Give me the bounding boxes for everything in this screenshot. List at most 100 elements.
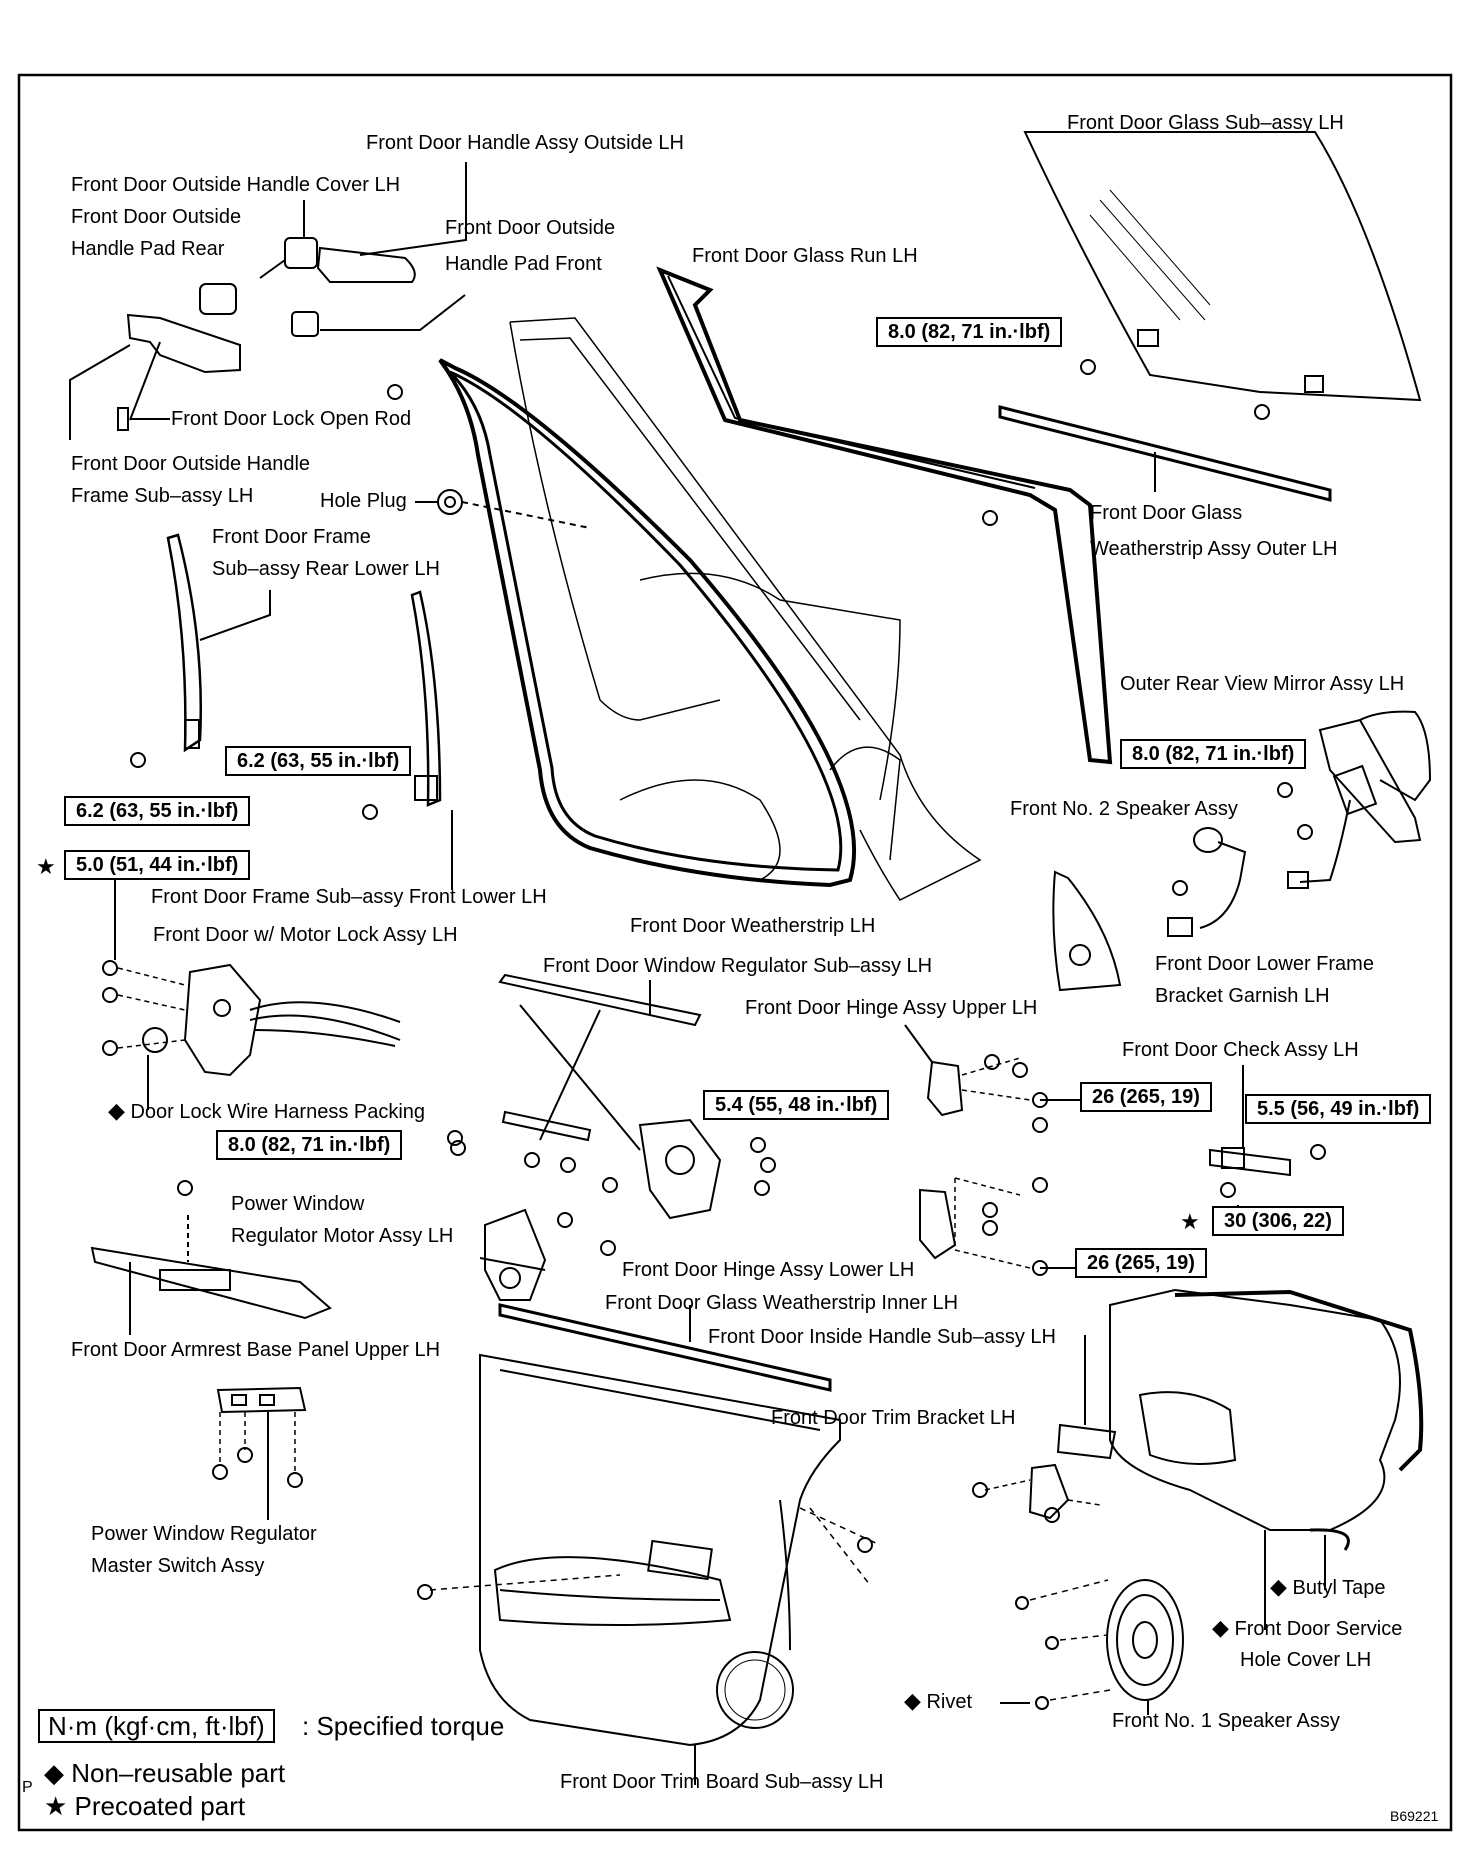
label-glass-weatherstrip-outer-1: Front Door Glass — [1090, 502, 1243, 524]
legend-precoated: Precoated part — [74, 1791, 246, 1821]
label-speaker-no1: Front No. 1 Speaker Assy — [1112, 1710, 1340, 1732]
label-hole-plug: Hole Plug — [320, 490, 407, 512]
corner-p: P — [22, 1779, 33, 1796]
label-master-switch-1: Power Window Regulator — [91, 1523, 317, 1545]
label-outside-handle-pad-rear-2: Handle Pad Rear — [71, 238, 225, 260]
label-outside-handle-frame-2: Frame Sub–assy LH — [71, 485, 254, 507]
torque-check-bolt: 5.5 (56, 49 in.·lbf) — [1245, 1094, 1432, 1124]
diagram-border — [17, 73, 1453, 1832]
torque-regulator-motor: 5.4 (55, 48 in.·lbf) — [703, 1090, 890, 1120]
label-lock-wire-packing: Door Lock Wire Harness Packing — [130, 1101, 426, 1123]
armrest-panel — [90, 1246, 332, 1320]
legend-precoated-row: ★ Precoated part — [44, 1791, 245, 1821]
window-motor — [484, 1208, 547, 1301]
label-outside-handle-frame-1: Front Door Outside Handle — [71, 453, 311, 475]
pad-front — [291, 311, 319, 337]
label-lower-frame-garnish-2: Bracket Garnish LH — [1155, 985, 1330, 1007]
door-glass — [1023, 131, 1422, 402]
frame-rear-lower — [166, 533, 203, 753]
label-hinge-upper: Front Door Hinge Assy Upper LH — [745, 997, 1038, 1019]
label-trim-board: Front Door Trim Board Sub–assy LH — [560, 1771, 884, 1793]
label-speaker-no2: Front No. 2 Speaker Assy — [1010, 798, 1238, 820]
label-lower-frame-garnish-1: Front Door Lower Frame — [1155, 953, 1374, 975]
hinge-lower — [919, 1188, 957, 1260]
torque-regulator: 8.0 (82, 71 in.·lbf) — [216, 1130, 403, 1160]
label-check-assy: Front Door Check Assy LH — [1122, 1039, 1359, 1061]
trim-board — [479, 1353, 841, 1747]
label-service-hole-cover-1: Front Door Service — [1234, 1618, 1403, 1640]
label-hinge-lower: Front Door Hinge Assy Lower LH — [622, 1259, 915, 1281]
label-glass-run: Front Door Glass Run LH — [692, 245, 918, 267]
service-hole-cover — [1109, 1288, 1401, 1531]
glass-weatherstrip-inner — [498, 1303, 832, 1392]
motor-lock — [183, 963, 262, 1077]
label-glass-subassy: Front Door Glass Sub–assy LH — [1067, 112, 1344, 134]
speaker-no1 — [1106, 1579, 1184, 1701]
glass-weatherstrip-outer — [998, 405, 1332, 502]
figure-id: B69221 — [1390, 1808, 1439, 1824]
star-icon: ★ — [44, 1791, 68, 1821]
label-butyl-tape-row: ◆ Butyl Tape — [1270, 1575, 1386, 1600]
master-switch — [216, 1386, 307, 1414]
torque-frame-rear-lower: 6.2 (63, 55 in.·lbf) — [64, 796, 251, 826]
torque-frame-front-lower: 6.2 (63, 55 in.·lbf) — [225, 746, 412, 776]
label-frame-rear-lower-1: Front Door Frame — [212, 526, 371, 548]
door-shell — [509, 317, 982, 901]
inside-handle — [1056, 1423, 1117, 1460]
label-pw-motor-1: Power Window — [231, 1193, 365, 1215]
window-regulator — [498, 973, 722, 1220]
torque-hinge-lower: 26 (265, 19) — [1075, 1248, 1207, 1278]
hinge-upper — [926, 1060, 964, 1117]
legend-nonreusable-row: ◆ Non–reusable part — [44, 1758, 285, 1788]
label-butyl-tape: Butyl Tape — [1292, 1577, 1386, 1599]
label-inside-handle: Front Door Inside Handle Sub–assy LH — [708, 1326, 1056, 1348]
label-outside-handle-pad-rear-1: Front Door Outside — [71, 206, 242, 228]
label-motor-lock: Front Door w/ Motor Lock Assy LH — [153, 924, 458, 946]
label-pw-motor-2: Regulator Motor Assy LH — [231, 1225, 454, 1247]
check-assy — [1209, 1148, 1291, 1177]
weatherstrip-loop — [438, 358, 857, 888]
pad-rear — [199, 283, 237, 315]
torque-glass: 8.0 (82, 71 in.·lbf) — [876, 317, 1063, 347]
star-icon: ★ — [36, 854, 56, 879]
diamond-icon: ◆ — [44, 1758, 64, 1788]
legend-torque-text: : Specified torque — [302, 1711, 505, 1741]
diamond-icon: ◆ — [1270, 1574, 1287, 1599]
outside-handle — [316, 246, 416, 283]
diamond-icon: ◆ — [1212, 1615, 1229, 1640]
lower-frame-garnish — [1052, 870, 1122, 992]
label-window-regulator: Front Door Window Regulator Sub–assy LH — [543, 955, 933, 977]
label-trim-bracket: Front Door Trim Bracket LH — [771, 1407, 1016, 1429]
outside-handle-frame — [126, 313, 241, 374]
legend-nonreusable: Non–reusable part — [71, 1758, 286, 1788]
star-icon: ★ — [1180, 1209, 1200, 1234]
label-frame-rear-lower-2: Sub–assy Rear Lower LH — [212, 558, 440, 580]
label-lock-wire-packing-row: ◆ Door Lock Wire Harness Packing — [108, 1099, 425, 1124]
label-glass-weatherstrip-outer-2: Weatherstrip Assy Outer LH — [1090, 538, 1338, 560]
torque-hinge-upper: 26 (265, 19) — [1080, 1082, 1212, 1112]
label-glass-weatherstrip-inner: Front Door Glass Weatherstrip Inner LH — [605, 1292, 959, 1314]
label-rivet-row: ◆ Rivet — [904, 1689, 972, 1714]
label-frame-front-lower: Front Door Frame Sub–assy Front Lower LH — [151, 886, 547, 908]
label-master-switch-2: Master Switch Assy — [91, 1555, 265, 1577]
label-armrest-panel: Front Door Armrest Base Panel Upper LH — [71, 1339, 441, 1361]
trim-bracket — [1028, 1463, 1070, 1520]
label-weatherstrip: Front Door Weatherstrip LH — [630, 915, 876, 937]
label-outside-handle-pad-front-1: Front Door Outside — [445, 217, 616, 239]
diamond-icon: ◆ — [108, 1098, 125, 1123]
diamond-icon: ◆ — [904, 1688, 921, 1713]
torque-mirror: 8.0 (82, 71 in.·lbf) — [1120, 739, 1307, 769]
label-lock-open-rod: Front Door Lock Open Rod — [171, 408, 412, 430]
legend-torque-box: N·m (kgf·cm, ft·lbf) — [38, 1709, 275, 1743]
label-service-hole-cover-2: Hole Cover LH — [1240, 1649, 1372, 1671]
label-outside-handle-pad-front-2: Handle Pad Front — [445, 253, 602, 275]
glass-run — [656, 266, 1113, 765]
label-outside-handle-cover: Front Door Outside Handle Cover LH — [71, 174, 401, 196]
label-mirror: Outer Rear View Mirror Assy LH — [1120, 673, 1405, 695]
torque-motor-lock: 5.0 (51, 44 in.·lbf) — [64, 850, 251, 880]
frame-front-lower — [410, 590, 442, 807]
label-service-hole-cover-1-row: ◆ Front Door Service — [1212, 1616, 1402, 1641]
torque-check-body: 30 (306, 22) — [1212, 1206, 1344, 1236]
